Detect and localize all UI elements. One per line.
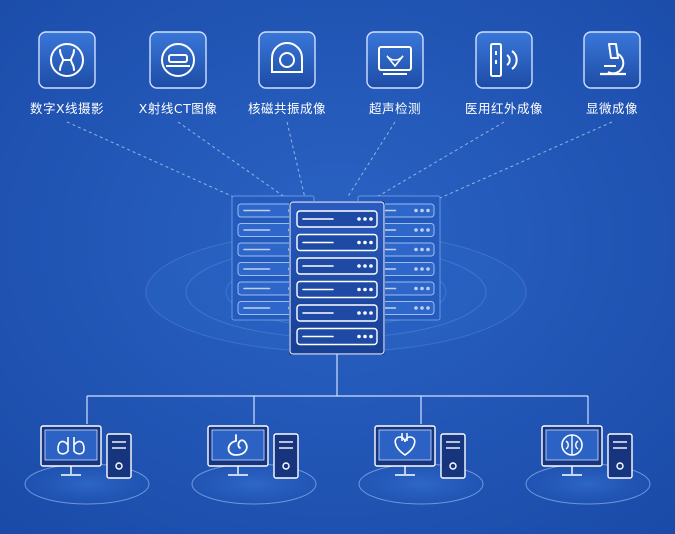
- modality-label: 数字X线摄影: [29, 101, 105, 116]
- modality-label: 医用红外成像: [464, 101, 543, 116]
- server-slot: [296, 280, 378, 299]
- computer-tower: [607, 433, 633, 479]
- server-front: [289, 201, 385, 355]
- ultrasound-icon: [378, 46, 412, 75]
- modality-label: 核磁共振成像: [247, 101, 326, 116]
- workstation: [525, 425, 651, 505]
- workstation: [358, 425, 484, 505]
- modality-tile: [583, 31, 641, 89]
- dashed-connector: [374, 121, 505, 199]
- computer-tower: [440, 433, 466, 479]
- modality-tile: [38, 31, 96, 89]
- monitor: [374, 425, 436, 476]
- computer-tower: [273, 433, 299, 479]
- dashed-connector: [66, 121, 237, 199]
- modality-tile: [149, 31, 207, 89]
- modality-tile: [258, 31, 316, 89]
- modality-label: 显微成像: [585, 101, 638, 116]
- heart-icon: [394, 433, 416, 456]
- ct-scanner-icon: [161, 43, 195, 77]
- brain-icon: [561, 434, 583, 456]
- microscope-icon: [600, 43, 626, 76]
- server-slot: [296, 304, 378, 322]
- workstation: [24, 425, 150, 505]
- infrared-sensor-icon: [490, 43, 518, 77]
- network-connectors: [86, 354, 589, 424]
- dashed-connector: [439, 121, 613, 199]
- joint-xray-icon: [50, 43, 84, 77]
- monitor: [40, 425, 102, 476]
- workstation: [191, 425, 317, 505]
- mri-scanner-icon: [271, 42, 303, 73]
- dashed-connector: [346, 121, 396, 199]
- modality-tile: [366, 31, 424, 89]
- lungs-icon: [57, 437, 85, 455]
- server-slot: [296, 210, 378, 228]
- modality-tile: [475, 31, 533, 89]
- dashed-connectors: [66, 121, 613, 199]
- workstations: [24, 425, 651, 505]
- monitor: [207, 425, 269, 476]
- monitor: [541, 425, 603, 476]
- server-slot: [296, 257, 378, 275]
- server-slot: [296, 233, 378, 252]
- modality-label: X射线CT图像: [138, 101, 218, 116]
- dashed-connector: [177, 121, 287, 199]
- modality-label: 超声检测: [368, 101, 421, 116]
- server-slot: [296, 327, 378, 346]
- stomach-icon: [227, 434, 248, 456]
- dashed-connector: [286, 121, 306, 199]
- modality-tiles: [38, 31, 641, 89]
- computer-tower: [106, 433, 132, 479]
